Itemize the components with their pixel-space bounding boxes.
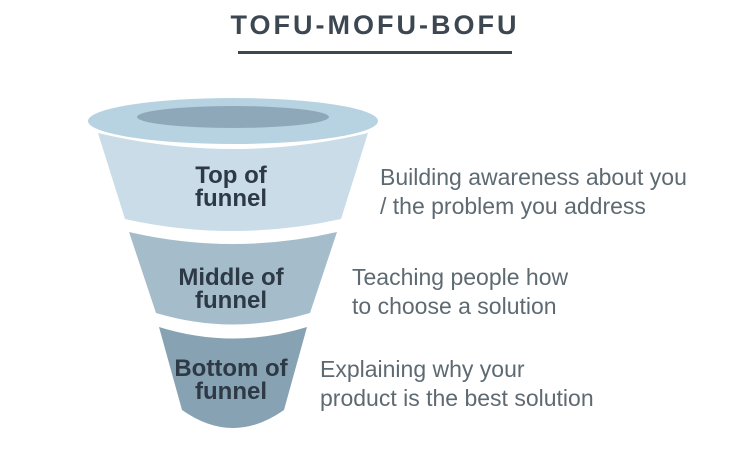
- funnel-description-bottom: Explaining why your product is the best …: [320, 355, 594, 413]
- funnel-description-middle: Teaching people how to choose a solution: [352, 263, 568, 321]
- label-line: funnel: [195, 287, 267, 314]
- funnel-description-top: Building awareness about you / the probl…: [380, 163, 687, 221]
- description-line: Teaching people how: [352, 264, 569, 290]
- funnel-opening: [137, 106, 329, 128]
- description-line: to choose a solution: [352, 293, 557, 319]
- funnel-label-bottom-of-funnel: Bottom of funnel: [121, 355, 341, 405]
- funnel-label-middle-of-funnel: Middle of funnel: [121, 264, 341, 314]
- description-line: product is the best solution: [320, 385, 594, 411]
- description-line: / the problem you address: [380, 193, 646, 219]
- label-line: Top of: [195, 162, 267, 189]
- page-title: TOFU-MOFU-BOFU: [230, 10, 520, 40]
- funnel-section-top: [98, 133, 368, 231]
- label-line: funnel: [195, 185, 267, 212]
- title-underline: [238, 51, 512, 54]
- funnel-section-middle: [129, 232, 337, 325]
- label-line: Bottom of: [174, 355, 288, 382]
- label-line: funnel: [195, 378, 267, 405]
- funnel-section-bottom: [159, 327, 307, 428]
- funnel-label-top-of-funnel: Top of funnel: [121, 162, 341, 212]
- description-line: Explaining why your: [320, 356, 525, 382]
- description-line: Building awareness about you: [380, 164, 687, 190]
- label-line: Middle of: [178, 264, 284, 291]
